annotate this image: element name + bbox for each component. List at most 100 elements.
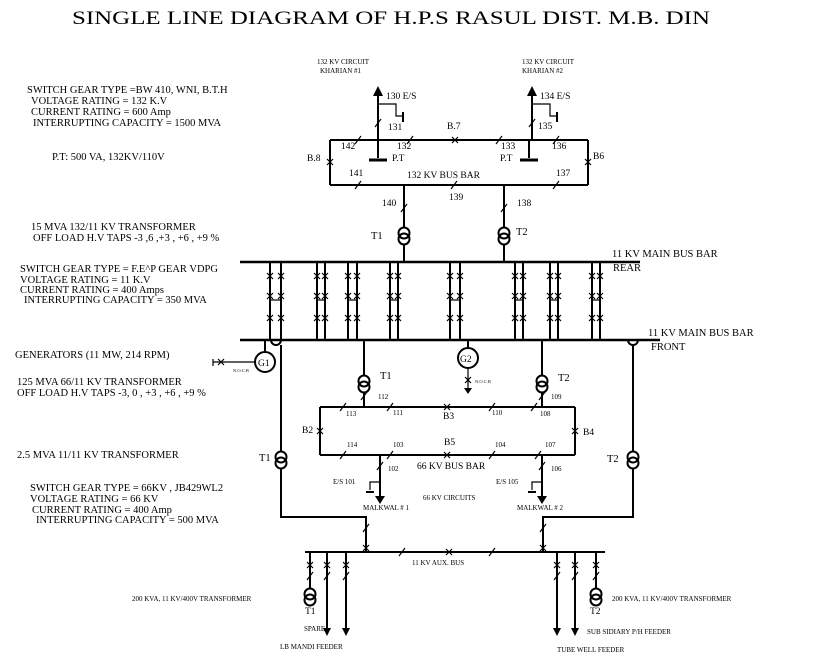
transformer-t2-25-winding-icon bbox=[626, 456, 640, 470]
spec-11-line2: VOLTAGE RATING = 11 K.V bbox=[20, 275, 151, 286]
pt-label-right: P.T bbox=[500, 154, 513, 164]
arrow-down-icon bbox=[537, 496, 547, 504]
breaker-x-icon bbox=[446, 314, 454, 322]
breaker-x-icon bbox=[554, 272, 562, 280]
g2-label: G2 bbox=[460, 355, 472, 365]
transformer-2-5-label: 2.5 MVA 11/11 KV TRANSFORMER bbox=[17, 450, 179, 461]
t1-label: T1 bbox=[371, 231, 383, 242]
breaker-x-icon bbox=[342, 561, 350, 569]
crossover-left-icon bbox=[270, 339, 282, 346]
breaker-133-icon bbox=[495, 135, 503, 145]
transformer-200-left: 200 KVA, 11 KV/400V TRANSFORMER bbox=[132, 595, 252, 603]
breaker-slash-icon bbox=[553, 571, 561, 581]
breaker-x-icon bbox=[519, 314, 527, 322]
breaker-x-icon bbox=[554, 314, 562, 322]
breaker-slash-icon bbox=[306, 571, 314, 581]
earth-switch-134 bbox=[532, 103, 557, 117]
transformer-t1-25-winding-icon bbox=[274, 456, 288, 470]
breaker-x-icon bbox=[313, 292, 321, 300]
breaker-x-icon bbox=[266, 314, 274, 322]
transformer-t2-66-icon bbox=[535, 374, 549, 388]
circuit-label-kharian-1-line1: 132 KV CIRCUIT bbox=[317, 58, 370, 66]
breaker-x-icon bbox=[344, 314, 352, 322]
breaker-113-icon bbox=[339, 402, 347, 412]
breaker-slash-icon bbox=[323, 571, 331, 581]
breaker-137-icon bbox=[552, 180, 560, 190]
spec-132-line1: SWITCH GEAR TYPE =BW 410, WNI, B.T.H bbox=[27, 85, 228, 96]
breaker-b8-icon bbox=[326, 158, 334, 166]
breaker-x-icon bbox=[277, 292, 285, 300]
breaker-135-label: 135 bbox=[538, 122, 553, 132]
breaker-138-label: 138 bbox=[517, 199, 532, 209]
breaker-x-icon bbox=[353, 314, 361, 322]
breaker-108-icon bbox=[530, 402, 538, 412]
arrow-up-icon bbox=[373, 86, 383, 96]
breaker-x-icon bbox=[386, 272, 394, 280]
transformer-t2-25-icon bbox=[626, 450, 640, 464]
spec-66-line1: SWITCH GEAR TYPE = 66KV , JB429WL2 bbox=[30, 483, 223, 494]
section-aux: 11 KV AUX. BUS T1 200 KVA, 11 KV/400V TR… bbox=[132, 523, 732, 654]
breaker-x-icon bbox=[511, 272, 519, 280]
pt-rating: P.T: 500 VA, 132KV/110V bbox=[52, 152, 165, 163]
breaker-x-icon bbox=[511, 314, 519, 322]
breaker-109-label: 109 bbox=[551, 393, 562, 401]
es-130-label: 130 E/S bbox=[386, 92, 416, 102]
breaker-103-label: 103 bbox=[393, 441, 404, 449]
circuit-label-kharian-1-line2: KHARIAN #1 bbox=[320, 67, 362, 75]
breaker-aux-bus-1-icon bbox=[398, 547, 406, 557]
breaker-b5-label: B5 bbox=[444, 438, 455, 448]
breaker-x-icon bbox=[456, 272, 464, 280]
transformer-125-line2: OFF LOAD H.V TAPS -3, 0 , +3 , +6 , +9 % bbox=[17, 388, 206, 399]
breaker-131-icon bbox=[374, 118, 382, 128]
breaker-x-icon bbox=[277, 272, 285, 280]
breaker-x-icon bbox=[592, 561, 600, 569]
breaker-b2-label: B2 bbox=[302, 426, 313, 436]
breaker-142-icon bbox=[354, 135, 362, 145]
aux-t2-label: T2 bbox=[590, 607, 601, 617]
breaker-aux-bus-3-icon bbox=[488, 547, 496, 557]
transformer-t1-66-winding-icon bbox=[357, 380, 371, 394]
breaker-b6-icon bbox=[584, 158, 592, 166]
breaker-x-icon bbox=[344, 272, 352, 280]
es-134-label: 134 E/S bbox=[540, 92, 570, 102]
breaker-x-icon bbox=[323, 561, 331, 569]
nocb-g1-label: N.O.C.B bbox=[233, 368, 249, 373]
breaker-107-label: 107 bbox=[545, 441, 556, 449]
breaker-aux-right-icon bbox=[539, 523, 547, 533]
breaker-111-icon bbox=[386, 402, 394, 412]
breaker-x-icon bbox=[394, 272, 402, 280]
page-title: SINGLE LINE DIAGRAM OF H.P.S RASUL DIST.… bbox=[72, 8, 710, 29]
breaker-132-label: 132 bbox=[397, 142, 412, 152]
breaker-107-icon bbox=[534, 450, 542, 460]
aux-bus-label: 11 KV AUX. BUS bbox=[412, 559, 464, 567]
malkwal-2-label: MALKWAL # 2 bbox=[517, 504, 564, 512]
breaker-x-icon bbox=[596, 314, 604, 322]
earth-switch-130 bbox=[378, 103, 403, 117]
breaker-136-label: 136 bbox=[552, 142, 567, 152]
transformer-t2-icon bbox=[497, 226, 511, 240]
bus-rear-label: 11 KV MAIN BUS BAR bbox=[612, 249, 718, 260]
breaker-112-icon bbox=[360, 391, 368, 401]
breaker-x-icon bbox=[321, 272, 329, 280]
breaker-x-icon bbox=[394, 292, 402, 300]
breaker-102-icon bbox=[376, 461, 384, 471]
feeder-pairs bbox=[266, 262, 604, 340]
bus-rear-sub: REAR bbox=[613, 263, 641, 274]
aux-t1-label: T1 bbox=[305, 607, 316, 617]
breaker-x-icon bbox=[588, 292, 596, 300]
circuits-66-label: 66 KV CIRCUITS bbox=[423, 494, 475, 502]
transformer-200-right: 200 KVA, 11 KV/400V TRANSFORMER bbox=[612, 595, 732, 603]
breaker-104-label: 104 bbox=[495, 441, 506, 449]
transformer-15-line1: 15 MVA 132/11 KV TRANSFORMER bbox=[31, 222, 196, 233]
earth-switch-105 bbox=[531, 481, 542, 490]
es-105-label: E/S 105 bbox=[496, 478, 519, 486]
section-11kv: SWITCH GEAR TYPE = F.E^P GEAR VDPG VOLTA… bbox=[15, 249, 754, 394]
breaker-140-icon bbox=[400, 203, 408, 213]
aux-feeders-right bbox=[553, 552, 600, 636]
transformer-aux-t2-icon bbox=[589, 587, 603, 601]
breaker-x-icon bbox=[321, 292, 329, 300]
breaker-111-label: 111 bbox=[393, 409, 403, 417]
breaker-x-icon bbox=[266, 272, 274, 280]
pt-label-left: P.T bbox=[392, 154, 405, 164]
